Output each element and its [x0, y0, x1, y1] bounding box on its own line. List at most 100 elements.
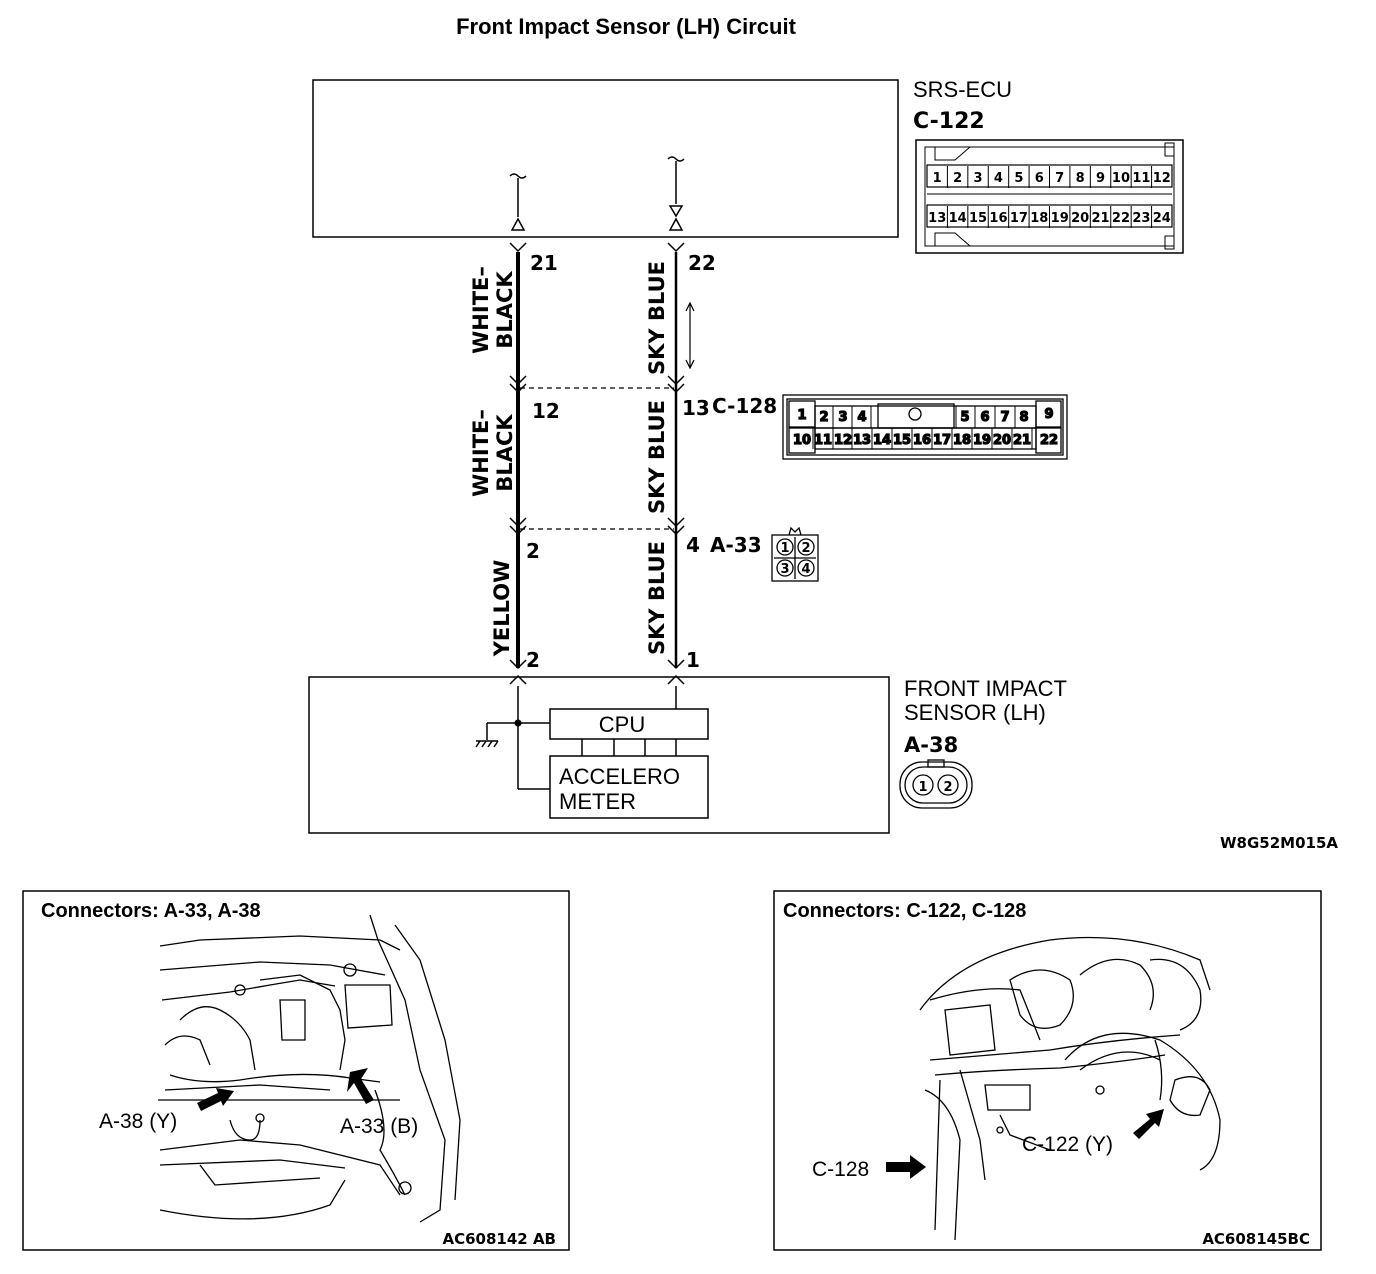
accelerometer-box	[549, 755, 709, 819]
ecu-terminal-22	[667, 156, 685, 231]
c122-pin: 8	[1076, 171, 1085, 186]
a33-pin-2: 2	[801, 541, 810, 556]
arrow-icon-c122	[1133, 1109, 1164, 1139]
wire-left-seg1-label: WHITE– BLACK	[469, 266, 517, 354]
c122-pin: 12	[1153, 171, 1171, 186]
sensor-connector-label: A-38	[904, 733, 958, 757]
wire-right-seg1-label: SKY BLUE	[645, 261, 669, 375]
pin-sensor-left: 2	[526, 648, 540, 672]
c122-pin: 5	[1014, 171, 1023, 186]
pin-c128-left: 12	[532, 399, 560, 423]
c128-pin: 3	[838, 410, 847, 425]
c128-pin: 13	[853, 433, 871, 448]
label-c128: C-128	[812, 1158, 869, 1181]
c128-pin: 18	[953, 433, 971, 448]
a33-pin-1: 1	[780, 541, 789, 556]
panel-left-frame	[22, 890, 570, 1251]
panel-right-title: Connectors: C-122, C-128	[783, 900, 1026, 922]
sensor-name-line2: SENSOR (LH)	[904, 700, 1046, 725]
svg-text:WHITE–: WHITE–	[469, 409, 493, 497]
c122-pin: 14	[949, 211, 967, 226]
wire-right-seg2-label: SKY BLUE	[645, 400, 669, 514]
pin-sensor-right: 1	[686, 648, 700, 672]
c122-pin: 19	[1051, 211, 1069, 226]
c128-pin: 9	[1044, 407, 1053, 422]
wire-left-seg3-label: YELLOW	[490, 560, 514, 658]
c122-pin: 17	[1010, 211, 1028, 226]
c128-pin: 1	[797, 408, 806, 423]
label-c122: C-122 (Y)	[1022, 1133, 1113, 1156]
sensor-name-line1: FRONT IMPACT	[904, 676, 1067, 701]
c128-pin: 5	[960, 410, 969, 425]
arrow-icon-a33	[347, 1068, 374, 1104]
page-title: Front Impact Sensor (LH) Circuit	[456, 14, 796, 39]
pin-a33-right: 4	[686, 533, 700, 557]
c122-pin: 21	[1091, 211, 1109, 226]
c128-pin: 15	[893, 433, 911, 448]
double-arrow-icon	[685, 301, 695, 370]
c122-pin: 15	[969, 211, 987, 226]
a38-pin-1: 1	[918, 780, 927, 795]
c128-pin: 4	[857, 410, 866, 425]
c128-pin: 11	[814, 433, 832, 448]
c128-pin: 20	[993, 433, 1011, 448]
label-a38: A-38 (Y)	[99, 1110, 177, 1133]
panel-right-code: AC608145BC	[1202, 1230, 1310, 1248]
c122-pin: 11	[1132, 171, 1150, 186]
c122-pin: 9	[1096, 171, 1105, 186]
c122-pin: 1	[933, 171, 942, 186]
pin-a33-left: 2	[526, 539, 540, 563]
c122-pin: 18	[1030, 211, 1048, 226]
c122-pin: 7	[1055, 171, 1064, 186]
c122-pin: 6	[1035, 171, 1044, 186]
panel-right-frame	[773, 890, 1322, 1251]
accelerometer-label-line1: ACCELERO	[559, 764, 680, 789]
c128-pin: 19	[973, 433, 991, 448]
a33-label: A-33	[710, 533, 762, 557]
ecu-connector-label: C-122	[913, 109, 985, 134]
svg-text:BLACK: BLACK	[493, 271, 517, 349]
c122-pin: 16	[989, 211, 1007, 226]
sensor-internal-wiring	[475, 686, 677, 790]
panel-left-code: AC608142 AB	[442, 1230, 556, 1248]
engine-bay-illustration	[158, 914, 461, 1223]
a38-pin-2: 2	[943, 780, 952, 795]
c122-pin: 24	[1153, 211, 1171, 226]
pin-ecu-right: 22	[688, 251, 716, 275]
c122-pin: 23	[1132, 211, 1150, 226]
wire-left-seg2-label: WHITE– BLACK	[469, 409, 517, 497]
label-a33: A-33 (B)	[340, 1115, 418, 1138]
c122-pin: 2	[953, 171, 962, 186]
c128-pin: 8	[1019, 410, 1028, 425]
a33-connector-face	[771, 526, 819, 582]
c128-pin: 6	[980, 410, 989, 425]
dashboard-illustration	[919, 936, 1221, 1241]
pin-ecu-left: 21	[530, 251, 558, 275]
cpu-box	[549, 708, 709, 740]
c128-pin: 2	[819, 410, 828, 425]
ecu-name: SRS-ECU	[913, 77, 1012, 102]
c128-pin: 7	[1000, 410, 1009, 425]
c128-pin: 14	[873, 433, 891, 448]
c122-pin: 4	[994, 171, 1003, 186]
arrow-icon-c128	[886, 1155, 926, 1179]
wire-connector-marks	[509, 242, 685, 685]
junction-dot	[514, 719, 522, 727]
c122-pin: 13	[928, 211, 946, 226]
panel-left-title: Connectors: A-33, A-38	[41, 900, 261, 922]
c122-pin: 10	[1112, 171, 1130, 186]
c128-pin: 22	[1040, 433, 1058, 448]
c128-pin: 17	[933, 433, 951, 448]
c128-pin: 10	[793, 433, 811, 448]
c128-pin: 16	[913, 433, 931, 448]
c122-pin: 22	[1112, 211, 1130, 226]
diagram-code: W8G52M015A	[1220, 834, 1338, 852]
arrow-icon-a38	[197, 1088, 234, 1111]
srs-ecu-box	[312, 79, 899, 238]
cpu-label: CPU	[599, 712, 645, 737]
c122-pin: 20	[1071, 211, 1089, 226]
a33-pin-4: 4	[801, 562, 810, 577]
